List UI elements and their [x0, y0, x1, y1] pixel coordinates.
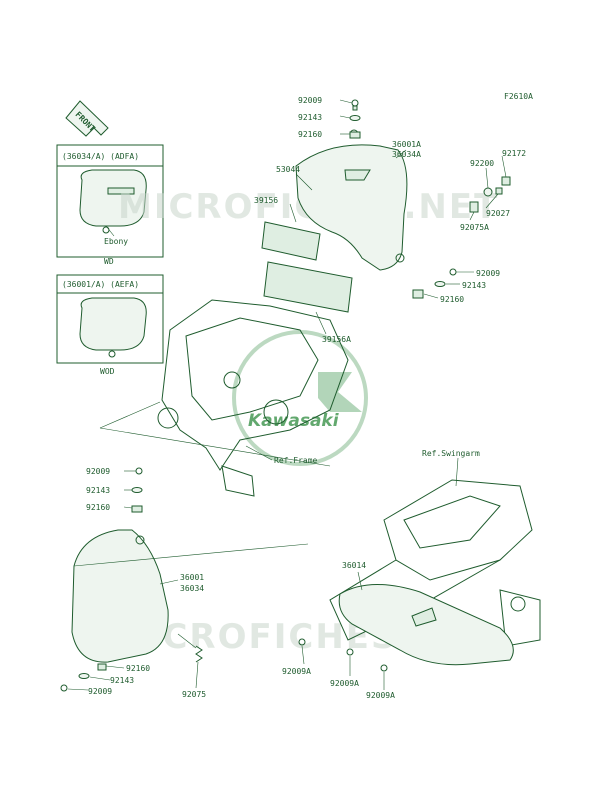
label-36034: 36034 [180, 584, 204, 593]
hardware [60, 99, 511, 692]
chain-cover [338, 584, 514, 666]
label-92172: 92172 [502, 149, 526, 158]
pad-39156a [263, 261, 353, 313]
kawasaki-logo: Kawasaki [232, 330, 368, 466]
label-36034a: 36034A [392, 150, 421, 159]
swingarm [329, 479, 541, 647]
label-92009a-1: 92009A [282, 667, 311, 676]
label-36001: 36001 [180, 573, 204, 582]
label-92009-bottom: 92009 [88, 687, 112, 696]
label-92009-left: 92009 [86, 467, 110, 476]
label-92009-top: 92009 [298, 96, 322, 105]
label-92009a-3: 92009A [366, 691, 395, 700]
label-92027: 92027 [486, 209, 510, 218]
inset-wd-box: (36034/A) (ADFA) Ebony [56, 144, 164, 258]
figure-code: F2610A [504, 92, 533, 101]
label-92009a-2: 92009A [330, 679, 359, 688]
inset-wd-header: (36034/A) (ADFA) [62, 152, 139, 161]
logo-text: Kawasaki [248, 411, 340, 431]
label-92160-top: 92160 [298, 130, 322, 139]
label-53044: 53044 [276, 165, 300, 174]
inset-wod-header: (36001/A) (AEFA) [62, 280, 139, 289]
leader-lines [67, 99, 507, 691]
label-92075a: 92075A [460, 223, 489, 232]
label-92143-bottom: 92143 [110, 676, 134, 685]
front-arrow-icon: FRONT [65, 100, 109, 137]
label-92009-right: 92009 [476, 269, 500, 278]
label-39156: 39156 [254, 196, 278, 205]
label-36001a: 36001A [392, 140, 421, 149]
label-92160-right: 92160 [440, 295, 464, 304]
label-36014: 36014 [342, 561, 366, 570]
inset-wod-box: (36001/A) (AEFA) [56, 274, 164, 364]
label-92160-left: 92160 [86, 503, 110, 512]
left-side-cover [71, 529, 309, 663]
label-92143-right: 92143 [462, 281, 486, 290]
chain-cover-tab [411, 607, 437, 627]
label-92200: 92200 [470, 159, 494, 168]
label-ref-swingarm: Ref.Swingarm [422, 449, 480, 458]
inset-wod-caption: WOD [100, 367, 115, 376]
part-labels: 92009 92143 92160 36001A 36034A 53044 39… [86, 96, 526, 700]
label-ref-frame: Ref.Frame [274, 456, 318, 465]
frame [99, 299, 349, 497]
inset-wd-note: Ebony [104, 237, 128, 246]
label-92160-bottom: 92160 [126, 664, 150, 673]
right-side-cover [295, 129, 408, 271]
pad-39156 [261, 221, 321, 261]
label-92075: 92075 [182, 690, 206, 699]
inset-wd-caption: WD [104, 257, 114, 266]
label-39156a: 39156A [322, 335, 351, 344]
label-92143-left: 92143 [86, 486, 110, 495]
label-92143-top: 92143 [298, 113, 322, 122]
